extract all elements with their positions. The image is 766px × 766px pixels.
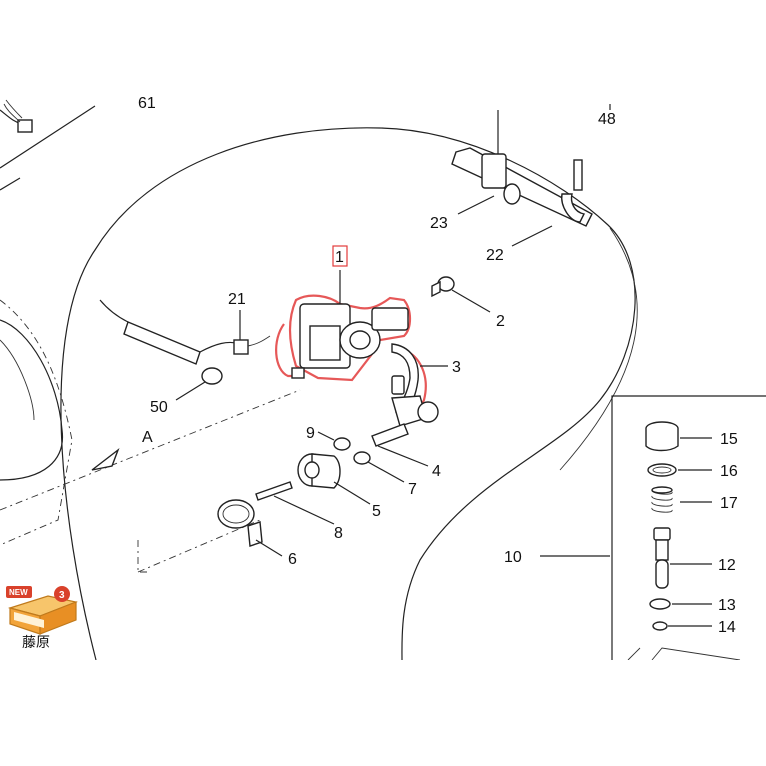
- joint-5: 5: [297, 453, 381, 520]
- label-16: 16: [720, 463, 738, 480]
- view-label-a: A: [142, 429, 153, 446]
- cable-tie-22: 22: [486, 159, 586, 264]
- label-top-cut: 61: [138, 95, 156, 112]
- label-10: 10: [504, 549, 522, 566]
- valve: [391, 395, 439, 427]
- pipe-8: 8: [255, 481, 343, 542]
- label-9: 9: [306, 425, 315, 442]
- clamp-9: 9: [306, 425, 351, 451]
- svg-text:3: 3: [59, 590, 65, 601]
- view-arrow: [91, 447, 120, 471]
- fitting-23: 23: [430, 110, 593, 232]
- hose-21: 21: [99, 291, 271, 365]
- hose-4: 4: [371, 423, 441, 480]
- label-3: 3: [452, 359, 461, 376]
- label-22: 22: [486, 247, 504, 264]
- clamp-50: 50: [150, 367, 223, 416]
- bolt-2: 2: [431, 276, 505, 330]
- label-5: 5: [372, 503, 381, 520]
- label-15: 15: [720, 431, 738, 448]
- new-tag: [6, 586, 32, 598]
- label-50: 50: [150, 399, 168, 416]
- label-13: 13: [718, 597, 736, 614]
- top-housing: [0, 105, 96, 191]
- label-12: 12: [718, 557, 736, 574]
- label-box-1: [332, 245, 348, 267]
- body-outline-inner: [559, 227, 638, 471]
- left-seat-inner: [0, 339, 35, 421]
- axis-line-a: [0, 389, 301, 511]
- new-badge: NEW 3: [6, 586, 78, 635]
- left-seat: [0, 319, 64, 481]
- count-circle: [54, 586, 70, 602]
- label-6: 6: [288, 551, 297, 568]
- label-17: 17: [720, 495, 738, 512]
- label-8: 8: [334, 525, 343, 542]
- label-21: 21: [228, 291, 246, 308]
- body-outline: [60, 127, 636, 661]
- left-body: [0, 299, 73, 546]
- clamp-7: 7: [353, 451, 417, 498]
- connector-top-left: [0, 99, 33, 133]
- badge-name: 藤原: [22, 635, 50, 651]
- label-2: 2: [496, 313, 505, 330]
- label-4: 4: [432, 463, 441, 480]
- label-23: 23: [430, 215, 448, 232]
- svg-text:NEW: NEW: [9, 588, 28, 597]
- label-48: 48: [598, 111, 616, 128]
- label-7: 7: [408, 481, 417, 498]
- band-6: 6: [217, 499, 297, 568]
- label-1: 1: [335, 249, 344, 266]
- pump-assembly: 1: [275, 245, 412, 382]
- label-14: 14: [718, 619, 736, 636]
- inset-parts-box: 10 15 16 17 12 13 14: [504, 395, 766, 661]
- bottom-band: [0, 660, 766, 766]
- dashed-bracket: [137, 519, 261, 573]
